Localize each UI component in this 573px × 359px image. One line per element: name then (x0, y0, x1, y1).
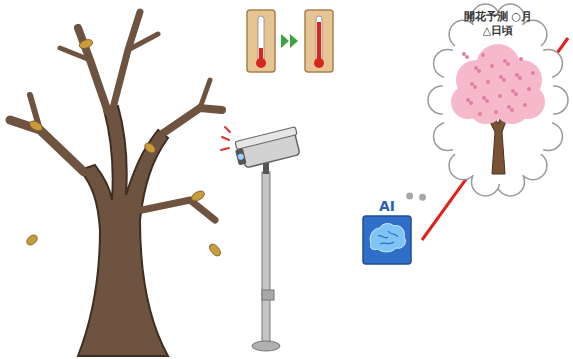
blossom-dot (485, 99, 489, 103)
blossom-dot (490, 64, 494, 68)
warming-arrows (281, 34, 298, 48)
blossom-dot (474, 66, 478, 70)
blossom-dot (506, 62, 510, 66)
cherry-tree (451, 44, 545, 174)
blossom-dot (482, 96, 486, 100)
blossom-dot (478, 112, 482, 116)
brain-icon (370, 224, 405, 252)
blossom-dot (486, 80, 490, 84)
blossom-dot (462, 52, 466, 56)
blossom-dot (507, 105, 511, 109)
ai-label: AI (358, 197, 416, 215)
blossom-dot (470, 82, 474, 86)
brain-folds (378, 231, 398, 244)
blossom-dot (527, 87, 531, 91)
ai-chip: AI (358, 196, 416, 268)
blossom-dot (466, 98, 470, 102)
cloud-shape (428, 4, 568, 196)
forecast-text: 開花予測 ○月△日頃 (463, 10, 533, 38)
blossom-dot (494, 110, 498, 114)
blossom-dot (469, 101, 473, 105)
blossom-dot (519, 57, 523, 61)
camera-symbol (233, 127, 302, 170)
blossom-dot (477, 69, 481, 73)
blossom-dot (465, 55, 469, 59)
blossom-dot (498, 94, 502, 98)
thought-trail (410, 196, 429, 198)
blossom-dot (531, 71, 535, 75)
camera-pole (252, 160, 280, 351)
blossom-crown (476, 68, 520, 112)
bare-tree (10, 12, 223, 356)
blossom-dot (515, 73, 519, 77)
chip-square (363, 216, 411, 264)
blossom-dot (510, 108, 514, 112)
thermometer-cold (247, 10, 275, 72)
blossom-dot (503, 59, 507, 63)
blossom-dot (518, 76, 522, 80)
thermometer-warm (305, 10, 333, 72)
blossom-dot (481, 53, 485, 57)
blossom-dot (523, 103, 527, 107)
blossom-dot (502, 78, 506, 82)
cloud-fill (442, 16, 554, 184)
blossom-dot (473, 85, 477, 89)
blossom-dot (511, 89, 515, 93)
thought-bubble: 開花予測 ○月△日頃 (428, 2, 568, 198)
blossom-dot (514, 92, 518, 96)
blossom-dot (499, 75, 503, 79)
recording-signal (221, 127, 230, 150)
